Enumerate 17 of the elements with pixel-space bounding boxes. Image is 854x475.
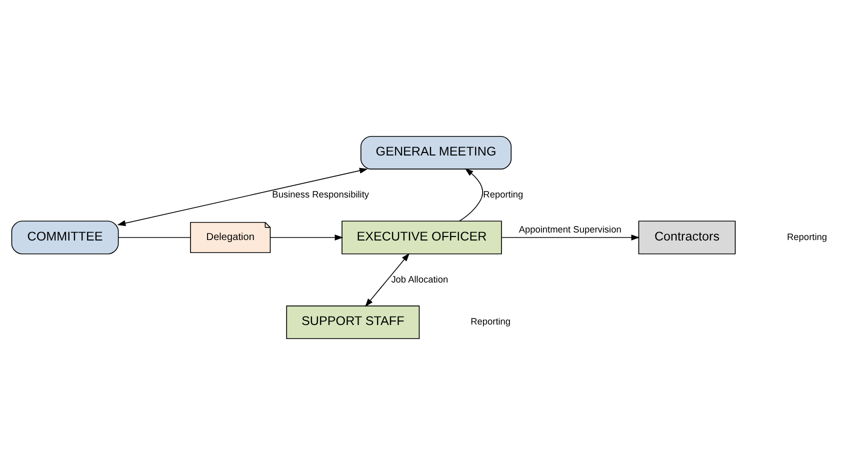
edge-label: Reporting	[483, 189, 524, 200]
node-box: EXECUTIVE OFFICER	[342, 220, 502, 254]
edge-label: Appointment Supervision	[518, 224, 622, 234]
node-box: SUPPORT STAFF	[286, 306, 420, 340]
node-box: Contractors	[638, 220, 736, 254]
edge-label: Business Responsibility	[272, 189, 370, 200]
label: Reporting	[470, 316, 511, 327]
arrow	[458, 168, 484, 222]
node-box: GENERAL MEETING	[360, 136, 512, 170]
connector	[118, 237, 191, 238]
arrow	[270, 234, 344, 240]
arrow	[501, 234, 640, 240]
node-box: COMMITTEE	[11, 220, 119, 254]
edge-label: Job Allocation	[391, 274, 448, 284]
label: Reporting	[787, 232, 828, 242]
arrow	[117, 168, 368, 226]
arrow	[365, 253, 410, 307]
